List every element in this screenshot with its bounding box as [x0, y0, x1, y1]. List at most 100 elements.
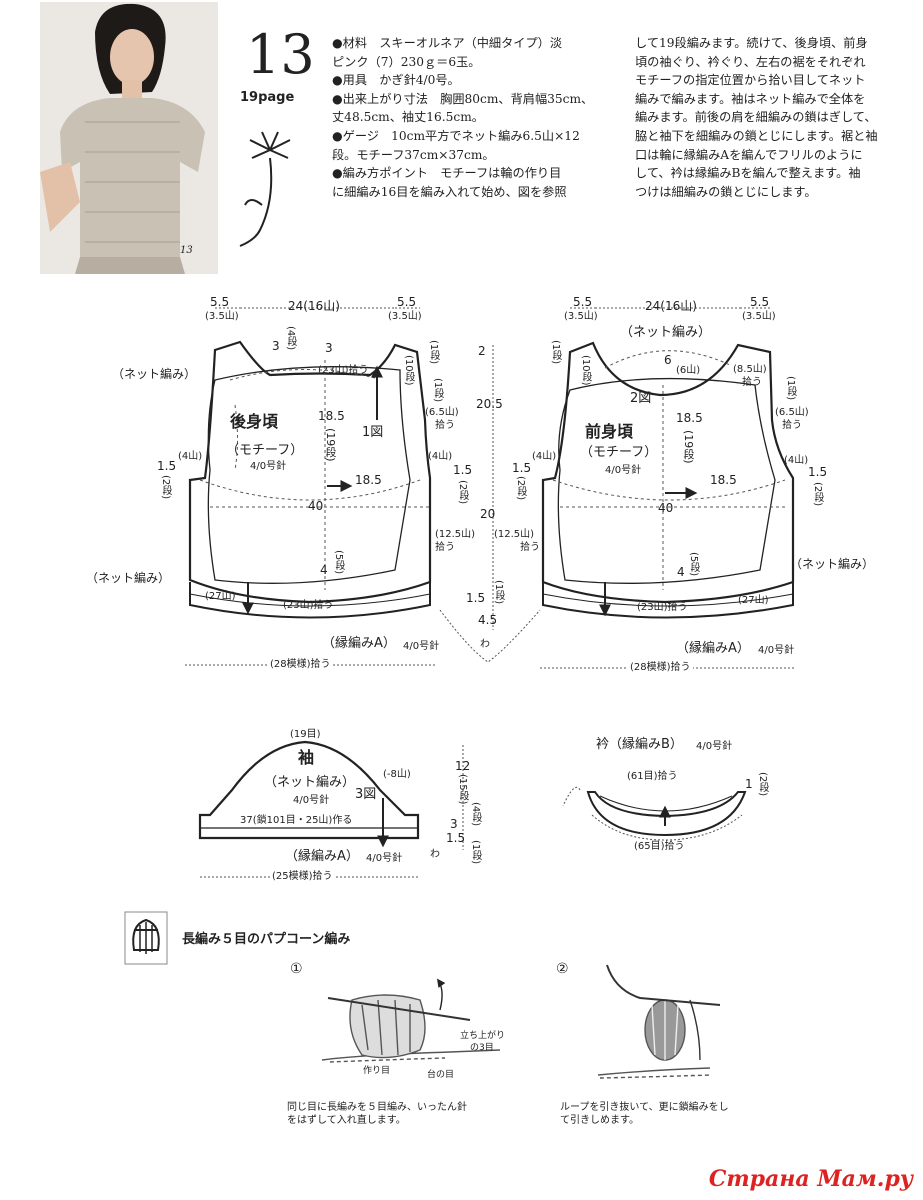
- back-motif: [207, 366, 411, 584]
- back-shoulder-left-count: (3.5山): [205, 311, 239, 322]
- front-arm-rows1: (1段): [550, 340, 561, 365]
- front-side-right-rows: (2段): [812, 482, 823, 507]
- popcorn-step1-illustration: [321, 978, 501, 1063]
- back-side-left-rows: (2段): [160, 475, 171, 500]
- back-net-bottom-label: （ネット編み）: [86, 571, 171, 585]
- front-side-left: 1.5: [512, 461, 532, 475]
- back-fig-label: 1図: [362, 425, 384, 440]
- front-neck-pick3: 拾う: [742, 377, 762, 388]
- popcorn-tsukurime: 作り目: [363, 1066, 391, 1076]
- materials-text-col1: ●材料 スキーオルネア（中細タイプ）淡 ピンク（7）230ｇ＝6玉。 ●用具 か…: [332, 36, 594, 199]
- front-side-right: 1.5: [808, 465, 828, 479]
- back-neck-pick: (23山)拾う: [318, 365, 369, 376]
- popcorn-title: 長編み５目のパプコーン編み: [182, 932, 351, 947]
- front-pattern-28: (28模様)拾う: [628, 662, 693, 673]
- popcorn-caption2-line1: ループを引き抜いて、更に鎖編みをし: [560, 1102, 729, 1113]
- front-hem-rows: (5段): [688, 552, 699, 577]
- dim-1-row: (1段): [493, 580, 504, 605]
- front-hem-pick2: 拾う: [520, 542, 540, 553]
- back-neck-3: 3: [325, 341, 333, 355]
- front-shoulder-right-count: (3.5山): [742, 311, 776, 322]
- front-arm-rows2: (10段): [580, 355, 591, 386]
- back-pattern-28: (28模様)拾う: [268, 659, 333, 670]
- front-neck-width: 24(16山): [645, 299, 697, 313]
- sleeve-hook: 4/0号針: [293, 795, 330, 806]
- model-photo: 13: [40, 2, 218, 274]
- back-side-right-4: (4山): [428, 451, 453, 462]
- back-neck-depth: 3: [272, 339, 280, 353]
- front-hem-27: (27山): [738, 595, 769, 606]
- back-hook: 4/0号針: [250, 461, 287, 472]
- popcorn-step1-number: ①: [290, 961, 303, 977]
- back-hem-27: (27山): [205, 591, 236, 602]
- front-net-label: （ネット編み）: [620, 325, 712, 340]
- back-hem-rows: (5段): [333, 550, 344, 575]
- front-shoulder-right: 5.5: [750, 295, 770, 309]
- front-hook: 4/0号針: [605, 465, 642, 476]
- sleeve-edging: （縁編みA）: [285, 849, 359, 864]
- back-motif-height: 18.5: [318, 409, 345, 423]
- sleeve-outline: [198, 740, 420, 840]
- sleeve-rows-4: (4段): [470, 802, 481, 827]
- back-arm-pick2: 拾う: [435, 420, 455, 431]
- back-width-40: 40: [308, 499, 324, 513]
- sleeve-rows-15: (15段): [457, 774, 468, 805]
- dim-1-5: 1.5: [466, 591, 486, 605]
- back-hem-pick2: 拾う: [435, 542, 455, 553]
- front-shoulder-left-count: (3.5山): [564, 311, 598, 322]
- back-edging-hook: 4/0号針: [403, 641, 440, 652]
- dim-4-5: 4.5: [478, 613, 498, 627]
- back-side-left-4: (4山): [178, 451, 203, 462]
- front-motif-rows: (19段): [682, 430, 695, 464]
- popcorn-step2-illustration: [597, 964, 721, 1079]
- front-side-left-4: (4山): [532, 451, 557, 462]
- instructions-text-col2: して19段編みます。続けて、後身頃、前身 頃の袖ぐり、衿ぐり、左右の裾をそれぞれ…: [635, 36, 878, 199]
- back-arm-pick: (6.5山): [425, 407, 459, 418]
- dim-2: 2: [478, 344, 486, 358]
- sleeve-decrease: (-8山): [383, 769, 411, 780]
- front-fig-label: 2図: [630, 391, 652, 406]
- sleeve-fig-label: 3図: [355, 787, 377, 802]
- back-motif-width: 18.5: [355, 473, 382, 487]
- back-hem-4: 4: [320, 563, 328, 577]
- collar-rows: (2段): [757, 772, 768, 797]
- back-hem-band: [189, 582, 431, 619]
- collar-hook: 4/0号針: [696, 741, 733, 752]
- dim-20: 20: [480, 507, 496, 521]
- front-hem-pick: (12.5山): [494, 529, 535, 540]
- sleeve-edging-hook: 4/0号針: [366, 853, 403, 864]
- front-hem-band: [542, 582, 794, 619]
- back-side-right: 1.5: [453, 463, 473, 477]
- sleeve-height-1-5: 1.5: [446, 831, 466, 845]
- sleeve-height-12: 12: [455, 759, 471, 773]
- front-outline: [541, 341, 795, 604]
- sleeve-top-count: (19目): [290, 729, 321, 740]
- back-neck-width: 24(16山): [288, 299, 340, 313]
- front-neck-6: 6: [664, 353, 672, 367]
- collar-top-count: (61目)拾う: [627, 771, 678, 782]
- page-reference: 19page: [240, 90, 295, 105]
- back-arm-rows1: (1段): [428, 340, 439, 365]
- front-hem-23: (23山)拾う: [637, 602, 688, 613]
- back-side-left: 1.5: [157, 459, 177, 473]
- front-net-right-label: （ネット編み）: [790, 557, 875, 571]
- popcorn-step2-number: ②: [556, 961, 569, 977]
- front-motif: [557, 377, 776, 584]
- front-motif-height: 18.5: [676, 411, 703, 425]
- sleeve-wa: わ: [430, 849, 440, 860]
- collar-title: 衿（縁編みB）: [596, 737, 683, 752]
- pattern-number: 13: [246, 23, 315, 86]
- dim-wa: わ: [480, 639, 490, 650]
- front-hem-4: 4: [677, 565, 685, 579]
- popcorn-caption1-line2: をはずして入れ直します。: [287, 1115, 406, 1126]
- popcorn-caption2-line2: て引きしめます。: [560, 1115, 639, 1126]
- front-motif-width: 18.5: [710, 473, 737, 487]
- front-side-right-4: (4山): [784, 455, 809, 466]
- back-shoulder-left: 5.5: [210, 295, 230, 309]
- collar-1: 1: [745, 777, 753, 791]
- front-neck-pick: (6山): [676, 365, 701, 376]
- front-subtitle: （モチーフ）: [580, 445, 658, 460]
- back-hem-pick: (12.5山): [435, 529, 476, 540]
- popcorn-tachiagari2: の3目: [470, 1043, 494, 1053]
- sleeve-title: 袖: [298, 748, 315, 767]
